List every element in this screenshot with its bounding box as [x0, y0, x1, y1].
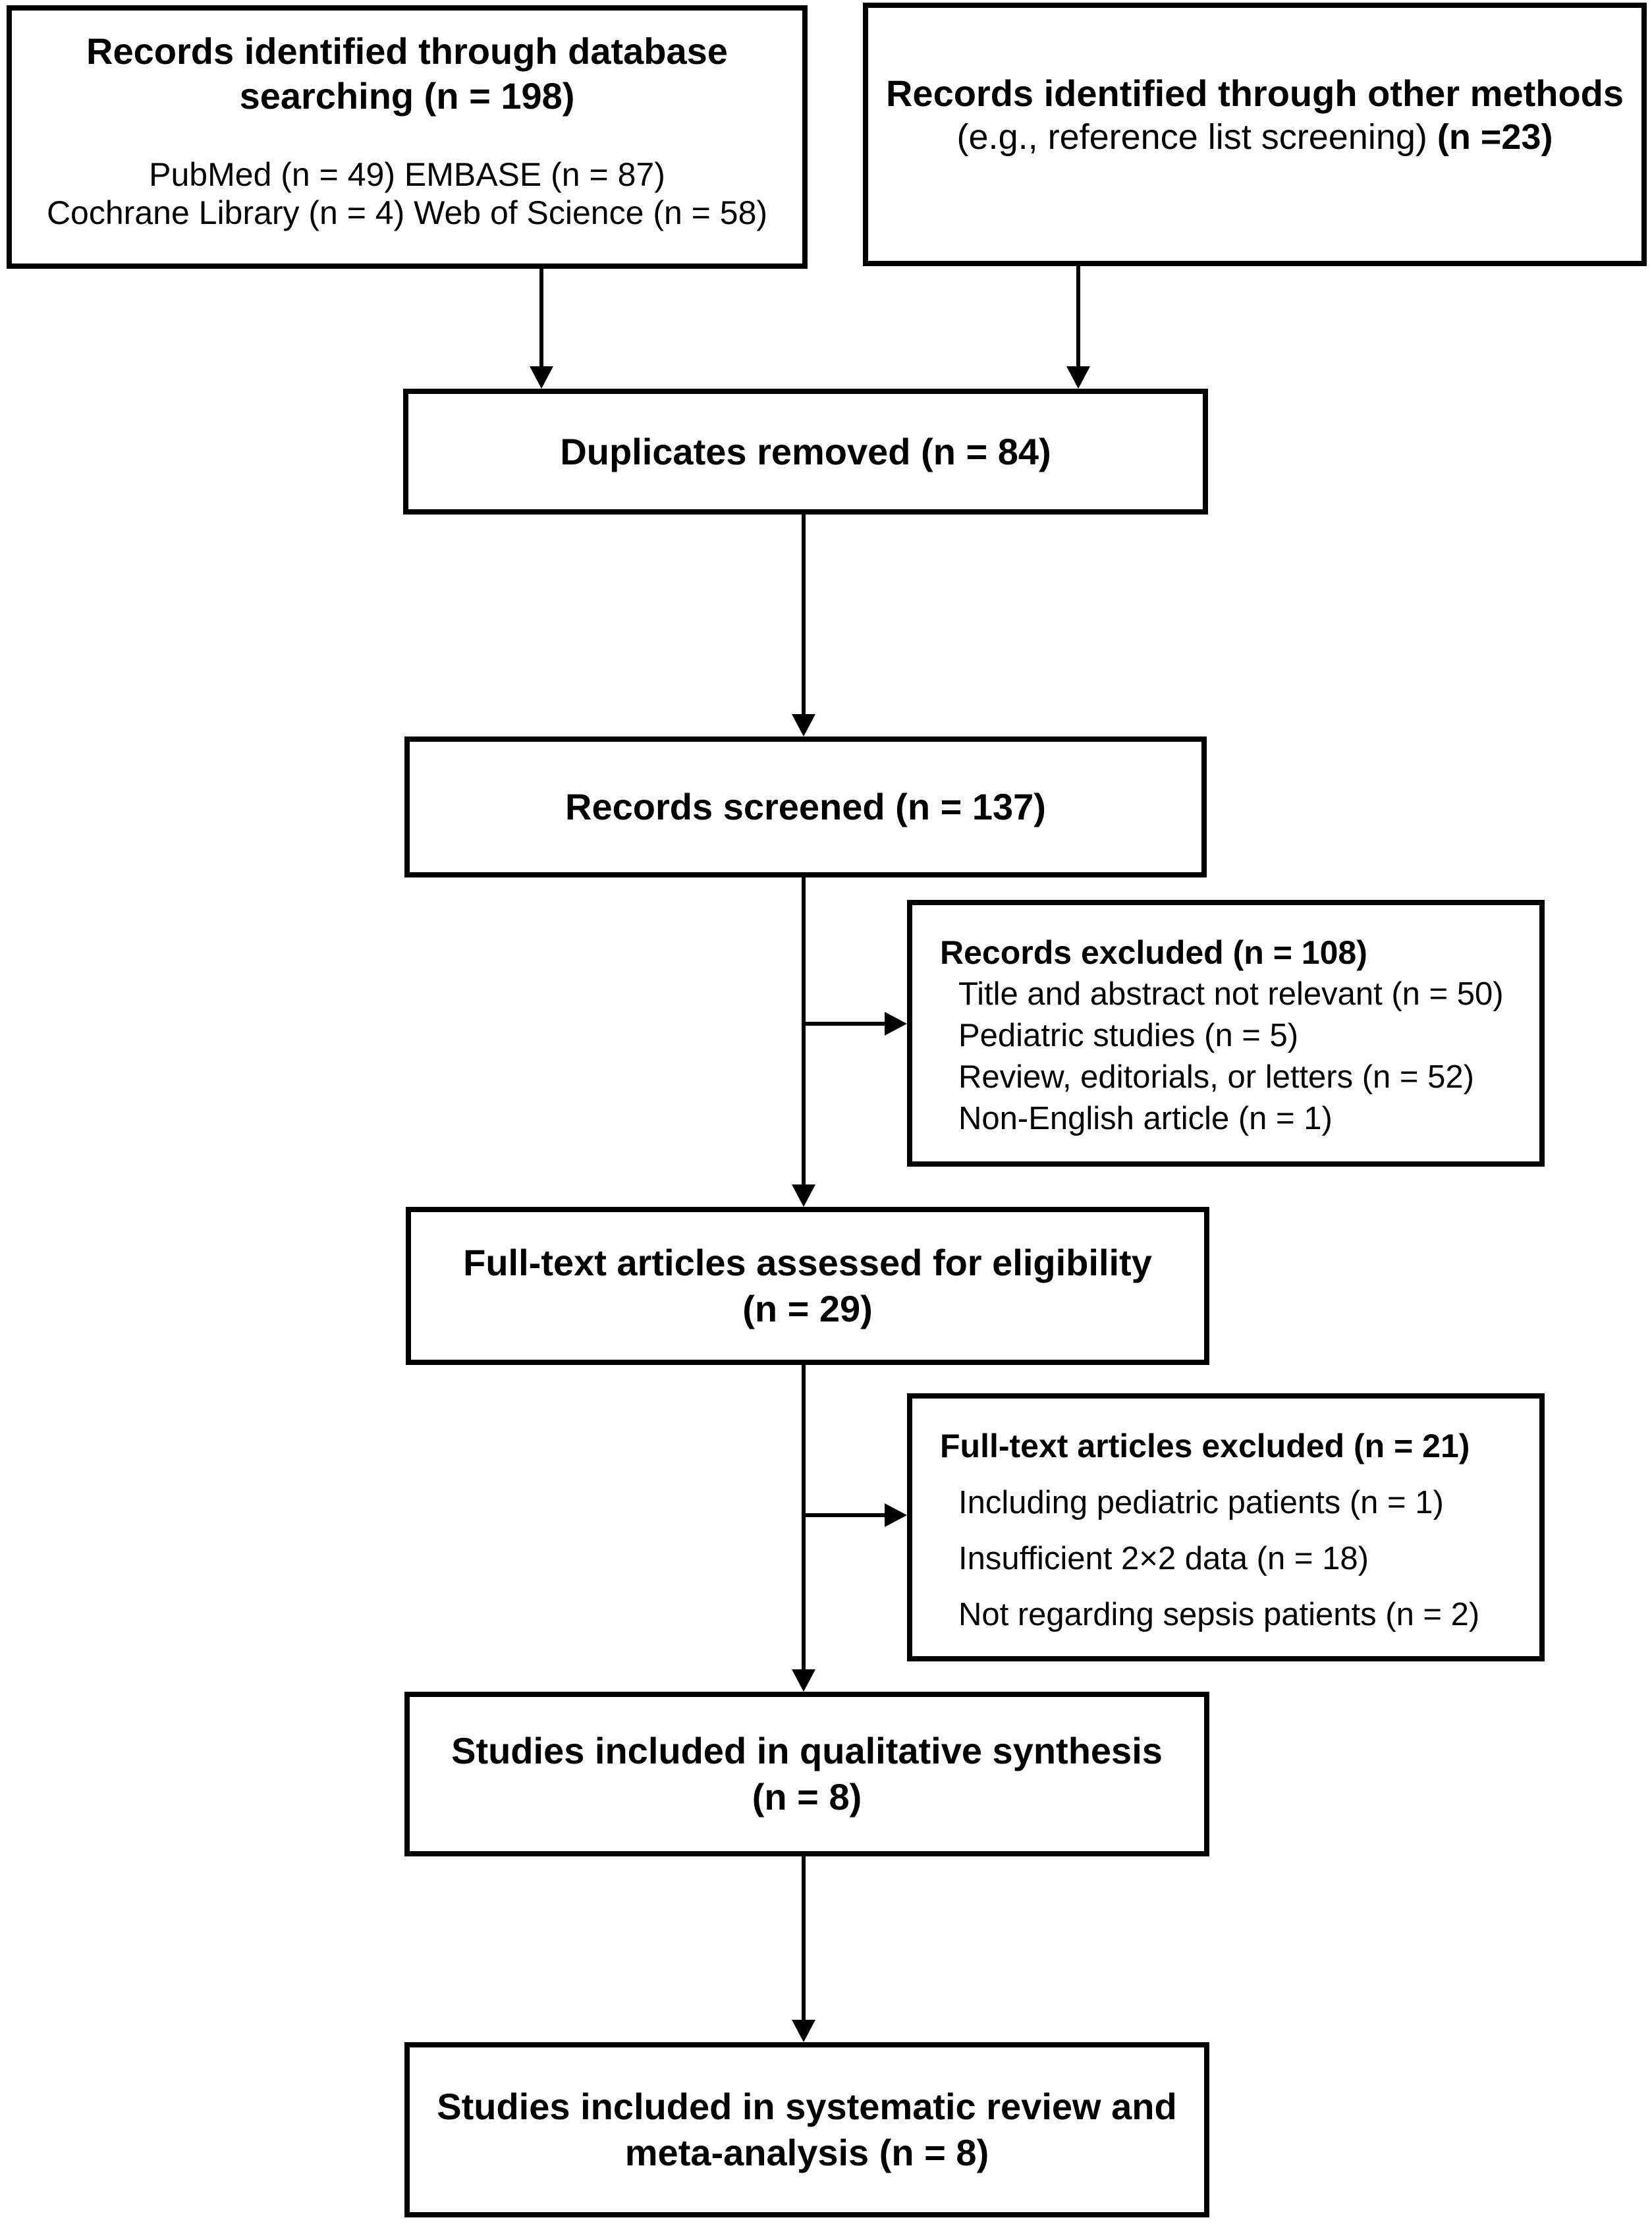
- database-searching-title-line2: searching (n = 198): [239, 75, 575, 117]
- arrow-database-to-duplicates-head: [530, 366, 553, 389]
- arrow-branch-records-excluded-head: [885, 1012, 907, 1036]
- arrow-fulltext-to-qualitative-line: [802, 1365, 806, 1672]
- box-other-methods: Records identified through other methods…: [863, 3, 1647, 266]
- box-fulltext-assessed: Full-text articles assessed for eligibil…: [406, 1207, 1209, 1365]
- records-excluded-item: Review, editorials, or letters (n = 52): [958, 1059, 1474, 1095]
- arrow-duplicates-to-screened-line: [802, 514, 806, 717]
- fulltext-assessed-line2: (n = 29): [742, 1288, 873, 1329]
- arrow-qualitative-to-systematic-line: [802, 1856, 806, 2022]
- qualitative-synthesis-line1: Studies included in qualitative synthesi…: [451, 1730, 1163, 1771]
- arrow-fulltext-to-qualitative-head: [792, 1669, 815, 1692]
- fulltext-assessed-line1: Full-text articles assessed for eligibil…: [463, 1242, 1152, 1283]
- box-records-screened: Records screened (n = 137): [404, 737, 1207, 877]
- arrow-screened-to-fulltext-line: [802, 877, 806, 1187]
- systematic-review-line2: meta-analysis (n = 8): [624, 2132, 989, 2173]
- fulltext-excluded-item: Not regarding sepsis patients (n = 2): [958, 1597, 1480, 1632]
- records-screened-label: Records screened (n = 137): [565, 786, 1046, 827]
- arrow-other-to-duplicates-line: [1076, 266, 1080, 369]
- box-duplicates-removed: Duplicates removed (n = 84): [403, 389, 1208, 514]
- arrow-qualitative-to-systematic-head: [792, 2020, 815, 2042]
- duplicates-removed-label: Duplicates removed (n = 84): [560, 430, 1051, 472]
- database-searching-title-line1: Records identified through database: [86, 30, 728, 72]
- systematic-review-line1: Studies included in systematic review an…: [437, 2086, 1177, 2127]
- box-systematic-review: Studies included in systematic review an…: [404, 2042, 1209, 2217]
- database-counts-line2: Cochrane Library (n = 4) Web of Science …: [46, 194, 768, 231]
- records-excluded-item: Title and abstract not relevant (n = 50): [958, 976, 1504, 1012]
- fulltext-excluded-header: Full-text articles excluded (n = 21): [940, 1428, 1470, 1464]
- other-methods-subtitle-regular: (e.g., reference list screening): [956, 117, 1437, 157]
- records-excluded-header: Records excluded (n = 108): [940, 934, 1367, 971]
- arrow-branch-records-excluded-line: [804, 1022, 886, 1026]
- other-methods-subtitle-count: (n =23): [1437, 117, 1553, 157]
- arrow-branch-fulltext-excluded-line: [804, 1513, 886, 1517]
- box-qualitative-synthesis: Studies included in qualitative synthesi…: [404, 1692, 1209, 1856]
- box-fulltext-excluded: Full-text articles excluded (n = 21) Inc…: [907, 1393, 1545, 1661]
- arrow-other-to-duplicates-head: [1066, 366, 1090, 389]
- records-excluded-item: Pediatric studies (n = 5): [958, 1018, 1299, 1053]
- qualitative-synthesis-line2: (n = 8): [752, 1776, 862, 1818]
- database-searching-title: Records identified through database sear…: [12, 29, 802, 119]
- box-database-searching: Records identified through database sear…: [7, 5, 808, 269]
- box-records-excluded: Records excluded (n = 108) Title and abs…: [907, 900, 1545, 1167]
- fulltext-excluded-item: Insufficient 2×2 data (n = 18): [958, 1541, 1369, 1576]
- database-counts-line1: PubMed (n = 49) EMBASE (n = 87): [149, 156, 665, 193]
- other-methods-title: Records identified through other methods: [885, 72, 1624, 114]
- arrow-database-to-duplicates-line: [539, 269, 543, 369]
- arrow-screened-to-fulltext-head: [792, 1184, 815, 1207]
- arrow-branch-fulltext-excluded-head: [885, 1503, 907, 1527]
- arrow-duplicates-to-screened-head: [792, 714, 815, 737]
- other-methods-subtitle: (e.g., reference list screening) (n =23): [868, 115, 1641, 159]
- database-searching-details: PubMed (n = 49) EMBASE (n = 87) Cochrane…: [12, 155, 802, 232]
- records-excluded-item: Non-English article (n = 1): [958, 1101, 1333, 1136]
- fulltext-excluded-item: Including pediatric patients (n = 1): [958, 1485, 1444, 1520]
